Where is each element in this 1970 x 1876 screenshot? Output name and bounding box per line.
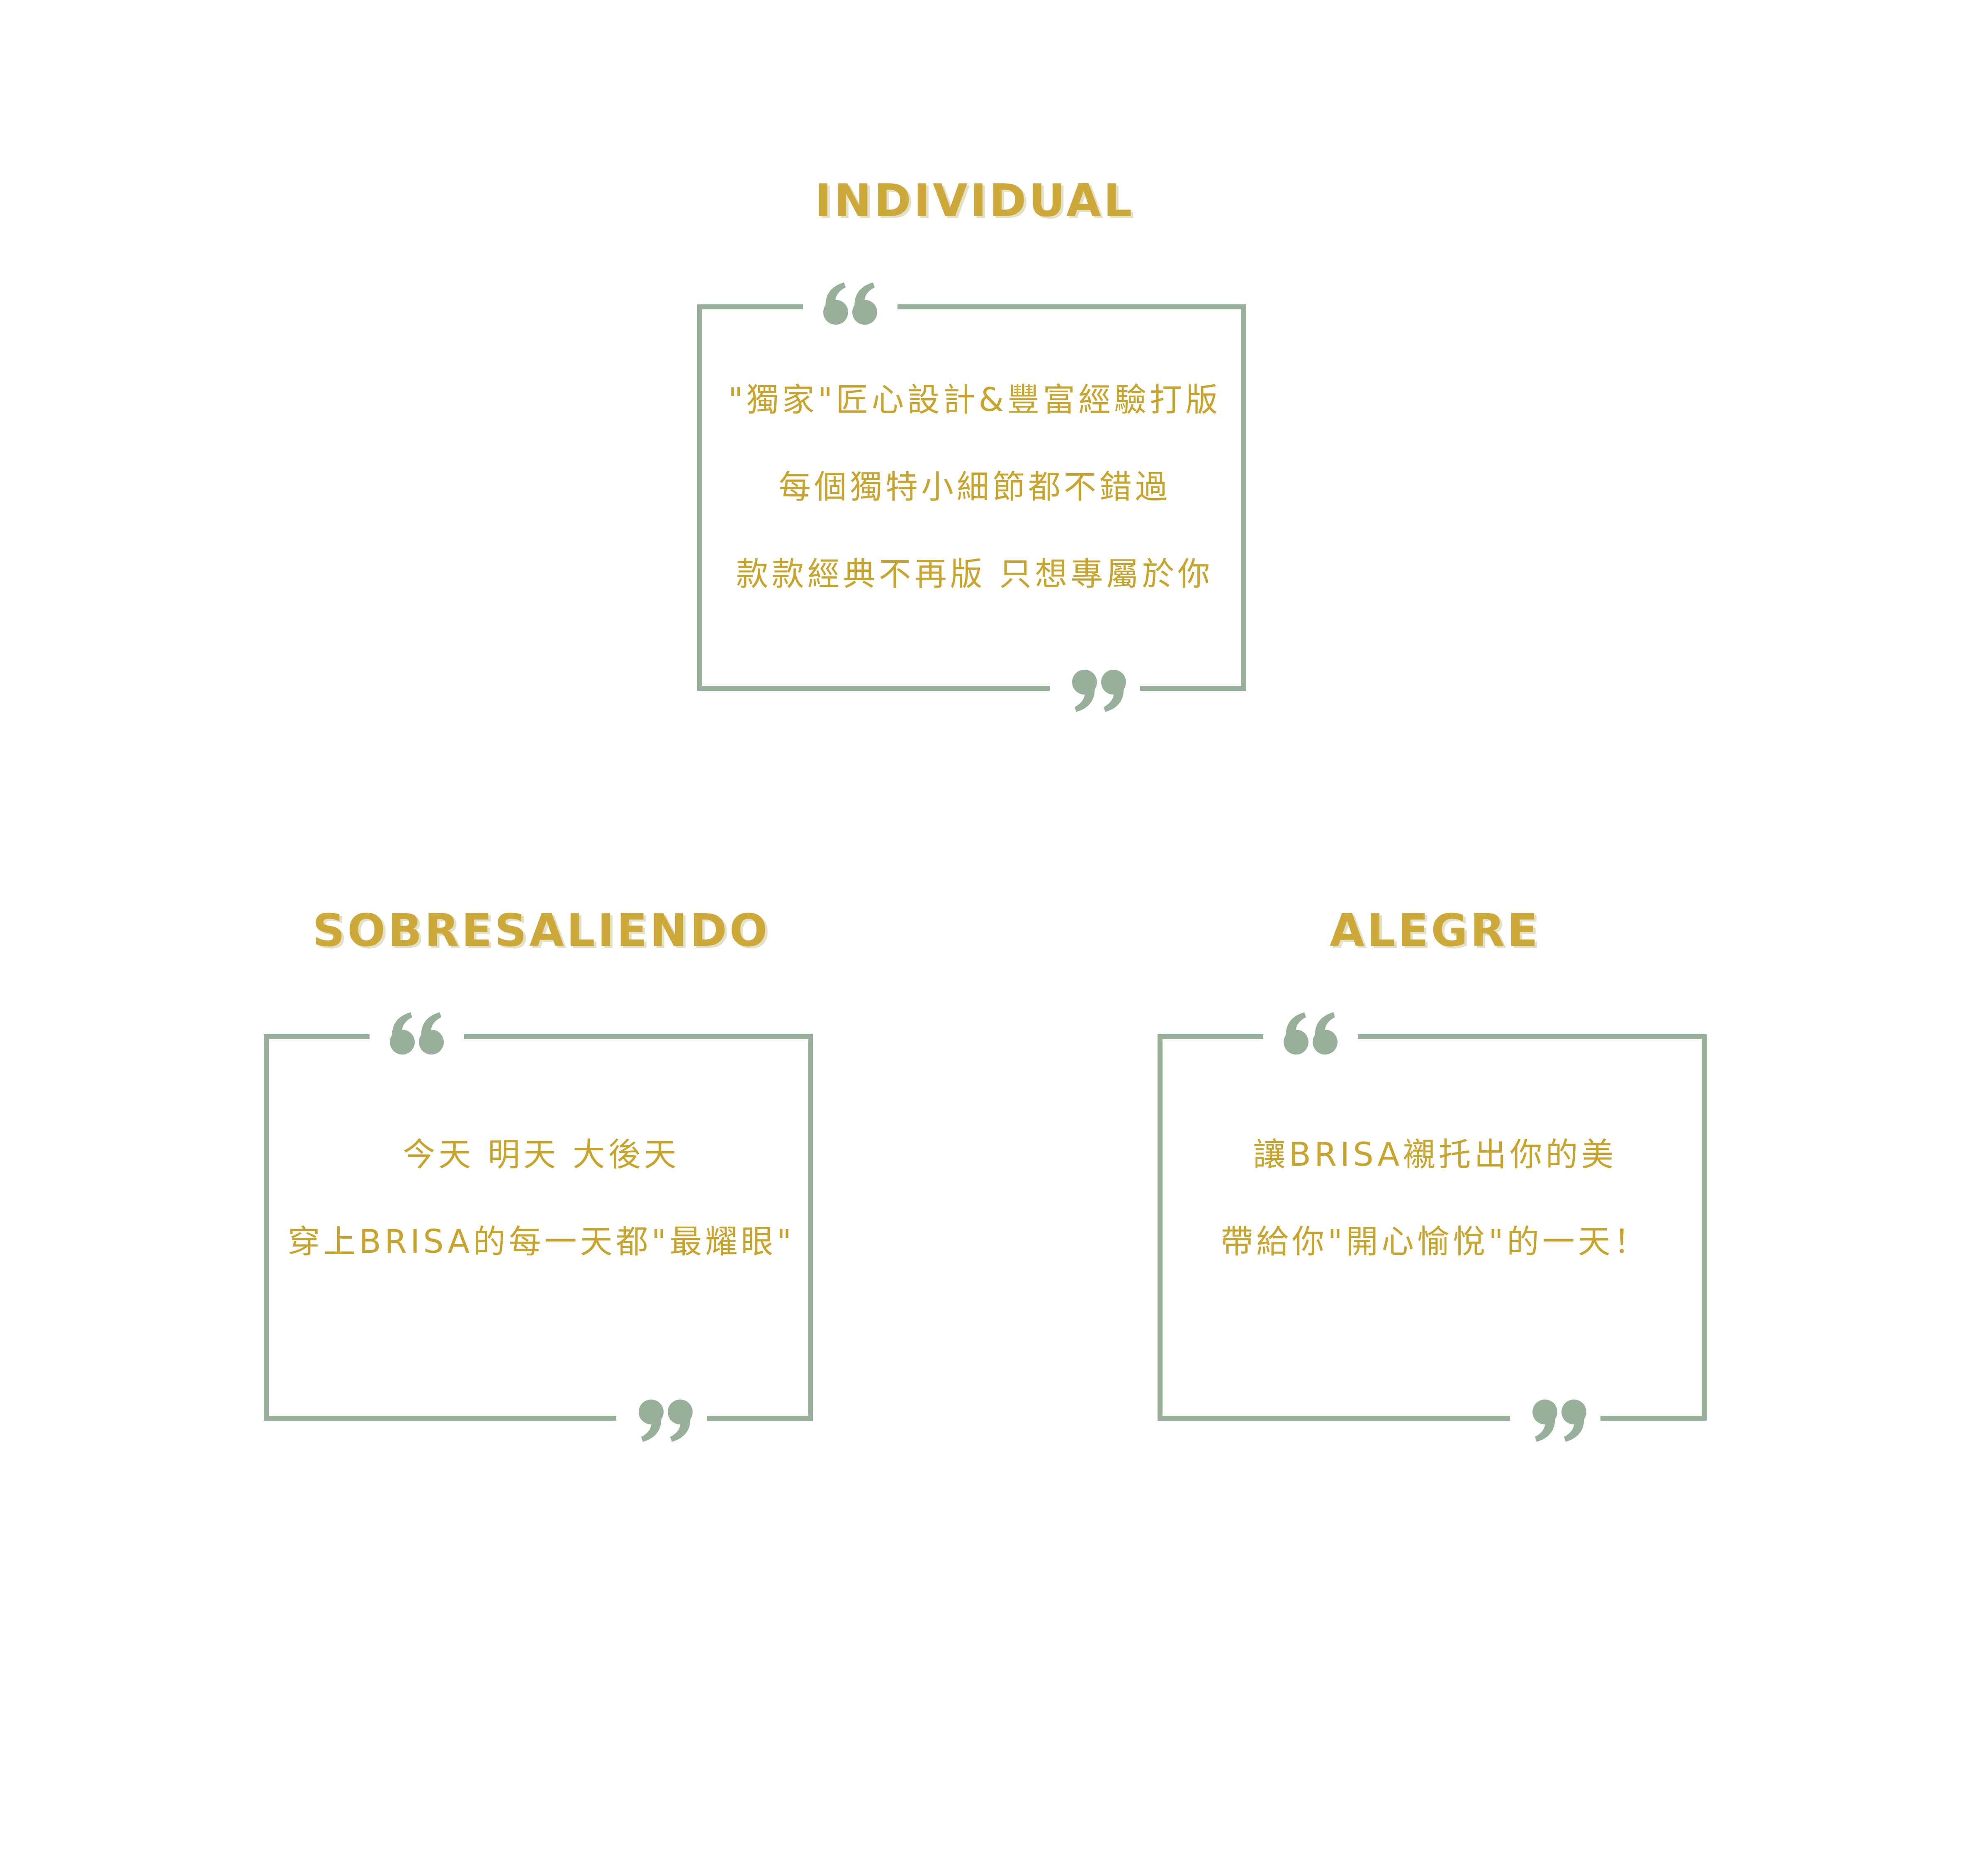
card-text: 今天 明天 大後天 穿上BRISA的每一天都"最耀眼" (274, 1111, 809, 1285)
card-heading: ALEGRE (1330, 905, 1540, 957)
close-quote-icon (639, 1400, 693, 1442)
quote-card-individual: INDIVIDUAL "獨家"匠心設計&豐富經驗打版 每個獨特小細節都不錯過 款… (695, 174, 1255, 713)
open-quote-icon (1284, 1012, 1338, 1055)
quote-card-alegre: ALEGRE 讓BRISA襯托出你的美 帶給你"開心愉悅"的一天！ (1155, 904, 1715, 1443)
card-text: "獨家"匠心設計&豐富經驗打版 每個獨特小細節都不錯過 款款經典不再版 只想專屬… (707, 357, 1242, 618)
card-text-line: 讓BRISA襯托出你的美 (1253, 1136, 1617, 1174)
open-quote-icon (390, 1012, 444, 1055)
quote-frame (1158, 1012, 1707, 1442)
card-text-line: 每個獨特小細節都不錯過 (778, 469, 1171, 506)
card-heading: INDIVIDUAL (815, 175, 1135, 227)
card-heading: SOBRESALIENDO (312, 905, 770, 957)
card-text: 讓BRISA襯托出你的美 帶給你"開心愉悅"的一天！ (1167, 1111, 1702, 1285)
quote-frame (264, 1012, 813, 1442)
card-text-line: 今天 明天 大後天 (403, 1136, 680, 1174)
card-text-line: 穿上BRISA的每一天都"最耀眼" (287, 1223, 795, 1261)
quote-frame (697, 282, 1246, 712)
open-quote-icon (823, 282, 877, 325)
card-text-line: 款款經典不再版 只想專屬於你 (736, 556, 1214, 593)
card-text-line: "獨家"匠心設計&豐富經驗打版 (728, 382, 1221, 419)
close-quote-icon (1532, 1400, 1586, 1442)
quote-card-sobresaliendo: SOBRESALIENDO 今天 明天 大後天 穿上BRISA的每一天都"最耀眼… (261, 904, 821, 1443)
close-quote-icon (1072, 670, 1126, 712)
card-text-line: 帶給你"開心愉悅"的一天！ (1221, 1223, 1649, 1261)
